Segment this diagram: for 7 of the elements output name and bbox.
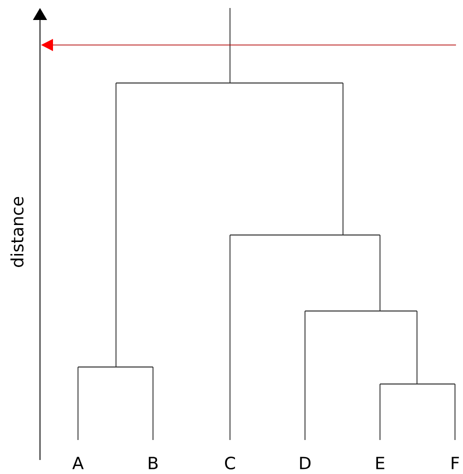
leaf-label: F xyxy=(452,456,459,470)
leaf-label: B xyxy=(148,456,158,470)
leaf-label: D xyxy=(300,456,311,470)
leaf-label: A xyxy=(72,456,84,470)
axis-label: distance xyxy=(10,197,24,267)
leaf-label: C xyxy=(225,456,235,470)
leaf-label: E xyxy=(376,456,384,470)
